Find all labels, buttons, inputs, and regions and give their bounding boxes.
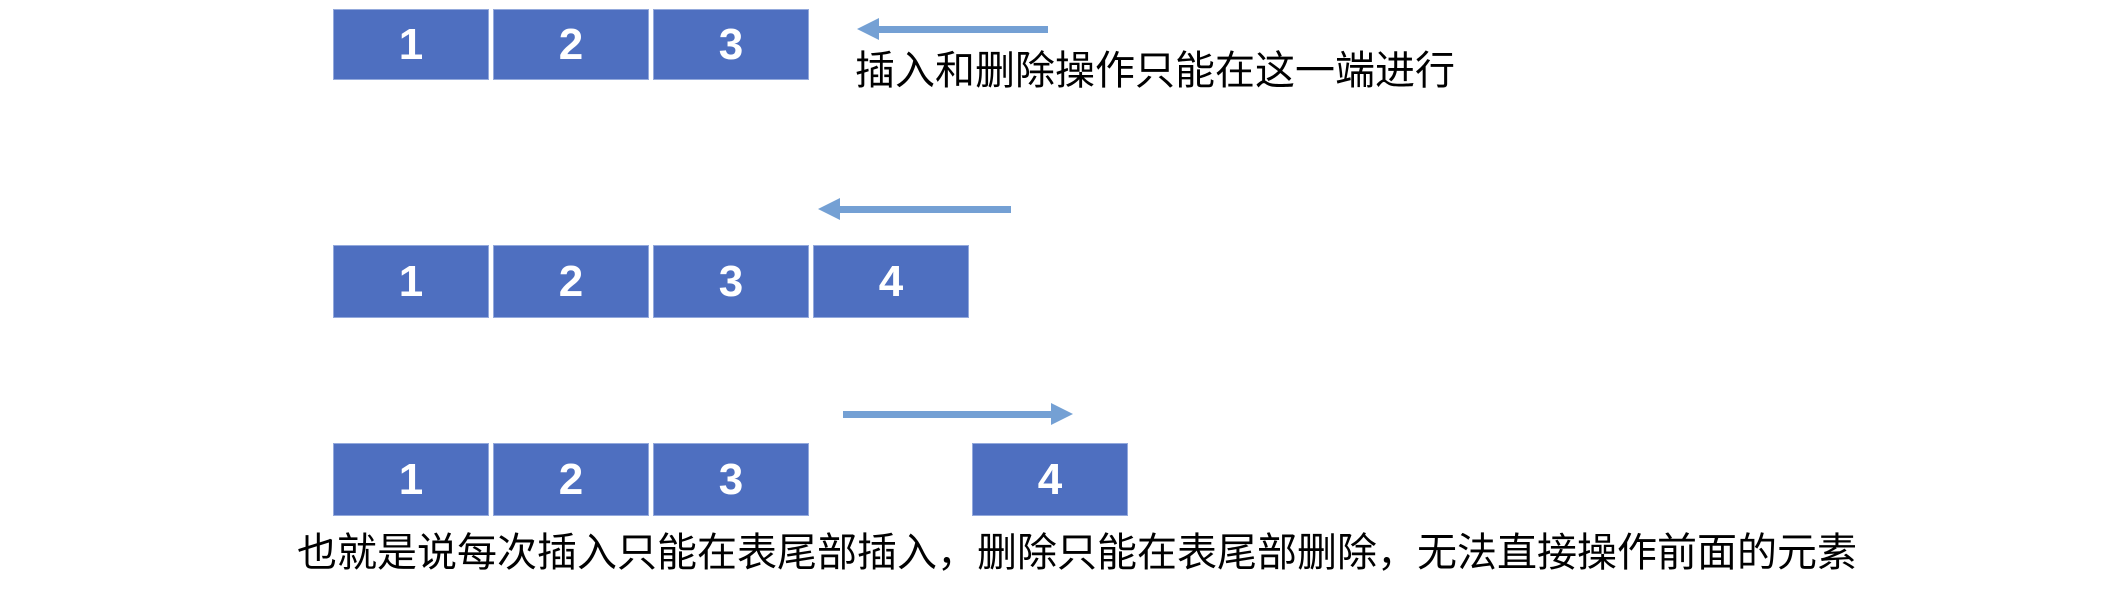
arrow-head [818, 198, 840, 220]
arrow-right-icon [843, 403, 1073, 425]
stack-cell-detached: 4 [972, 443, 1128, 516]
stack-cell: 3 [653, 443, 809, 516]
arrow-left-icon [857, 18, 1048, 40]
arrow-shaft [843, 411, 1055, 418]
row1-caption: 插入和删除操作只能在这一端进行 [855, 49, 1455, 93]
footer-caption: 也就是说每次插入只能在表尾部插入，删除只能在表尾部删除，无法直接操作前面的元素 [297, 531, 1857, 575]
stack-cell: 2 [493, 245, 649, 318]
arrow-shaft [836, 206, 1011, 213]
arrow-head [1051, 403, 1073, 425]
arrow-left-icon [818, 198, 1011, 220]
arrow-head [857, 18, 879, 40]
stack-cell: 1 [333, 443, 489, 516]
stack-cell: 3 [653, 9, 809, 80]
stack-cell: 2 [493, 443, 649, 516]
stack-cell: 1 [333, 245, 489, 318]
stack-cell: 2 [493, 9, 649, 80]
stack-cell: 4 [813, 245, 969, 318]
stack-cell: 1 [333, 9, 489, 80]
arrow-shaft [875, 26, 1048, 33]
stack-cell: 3 [653, 245, 809, 318]
